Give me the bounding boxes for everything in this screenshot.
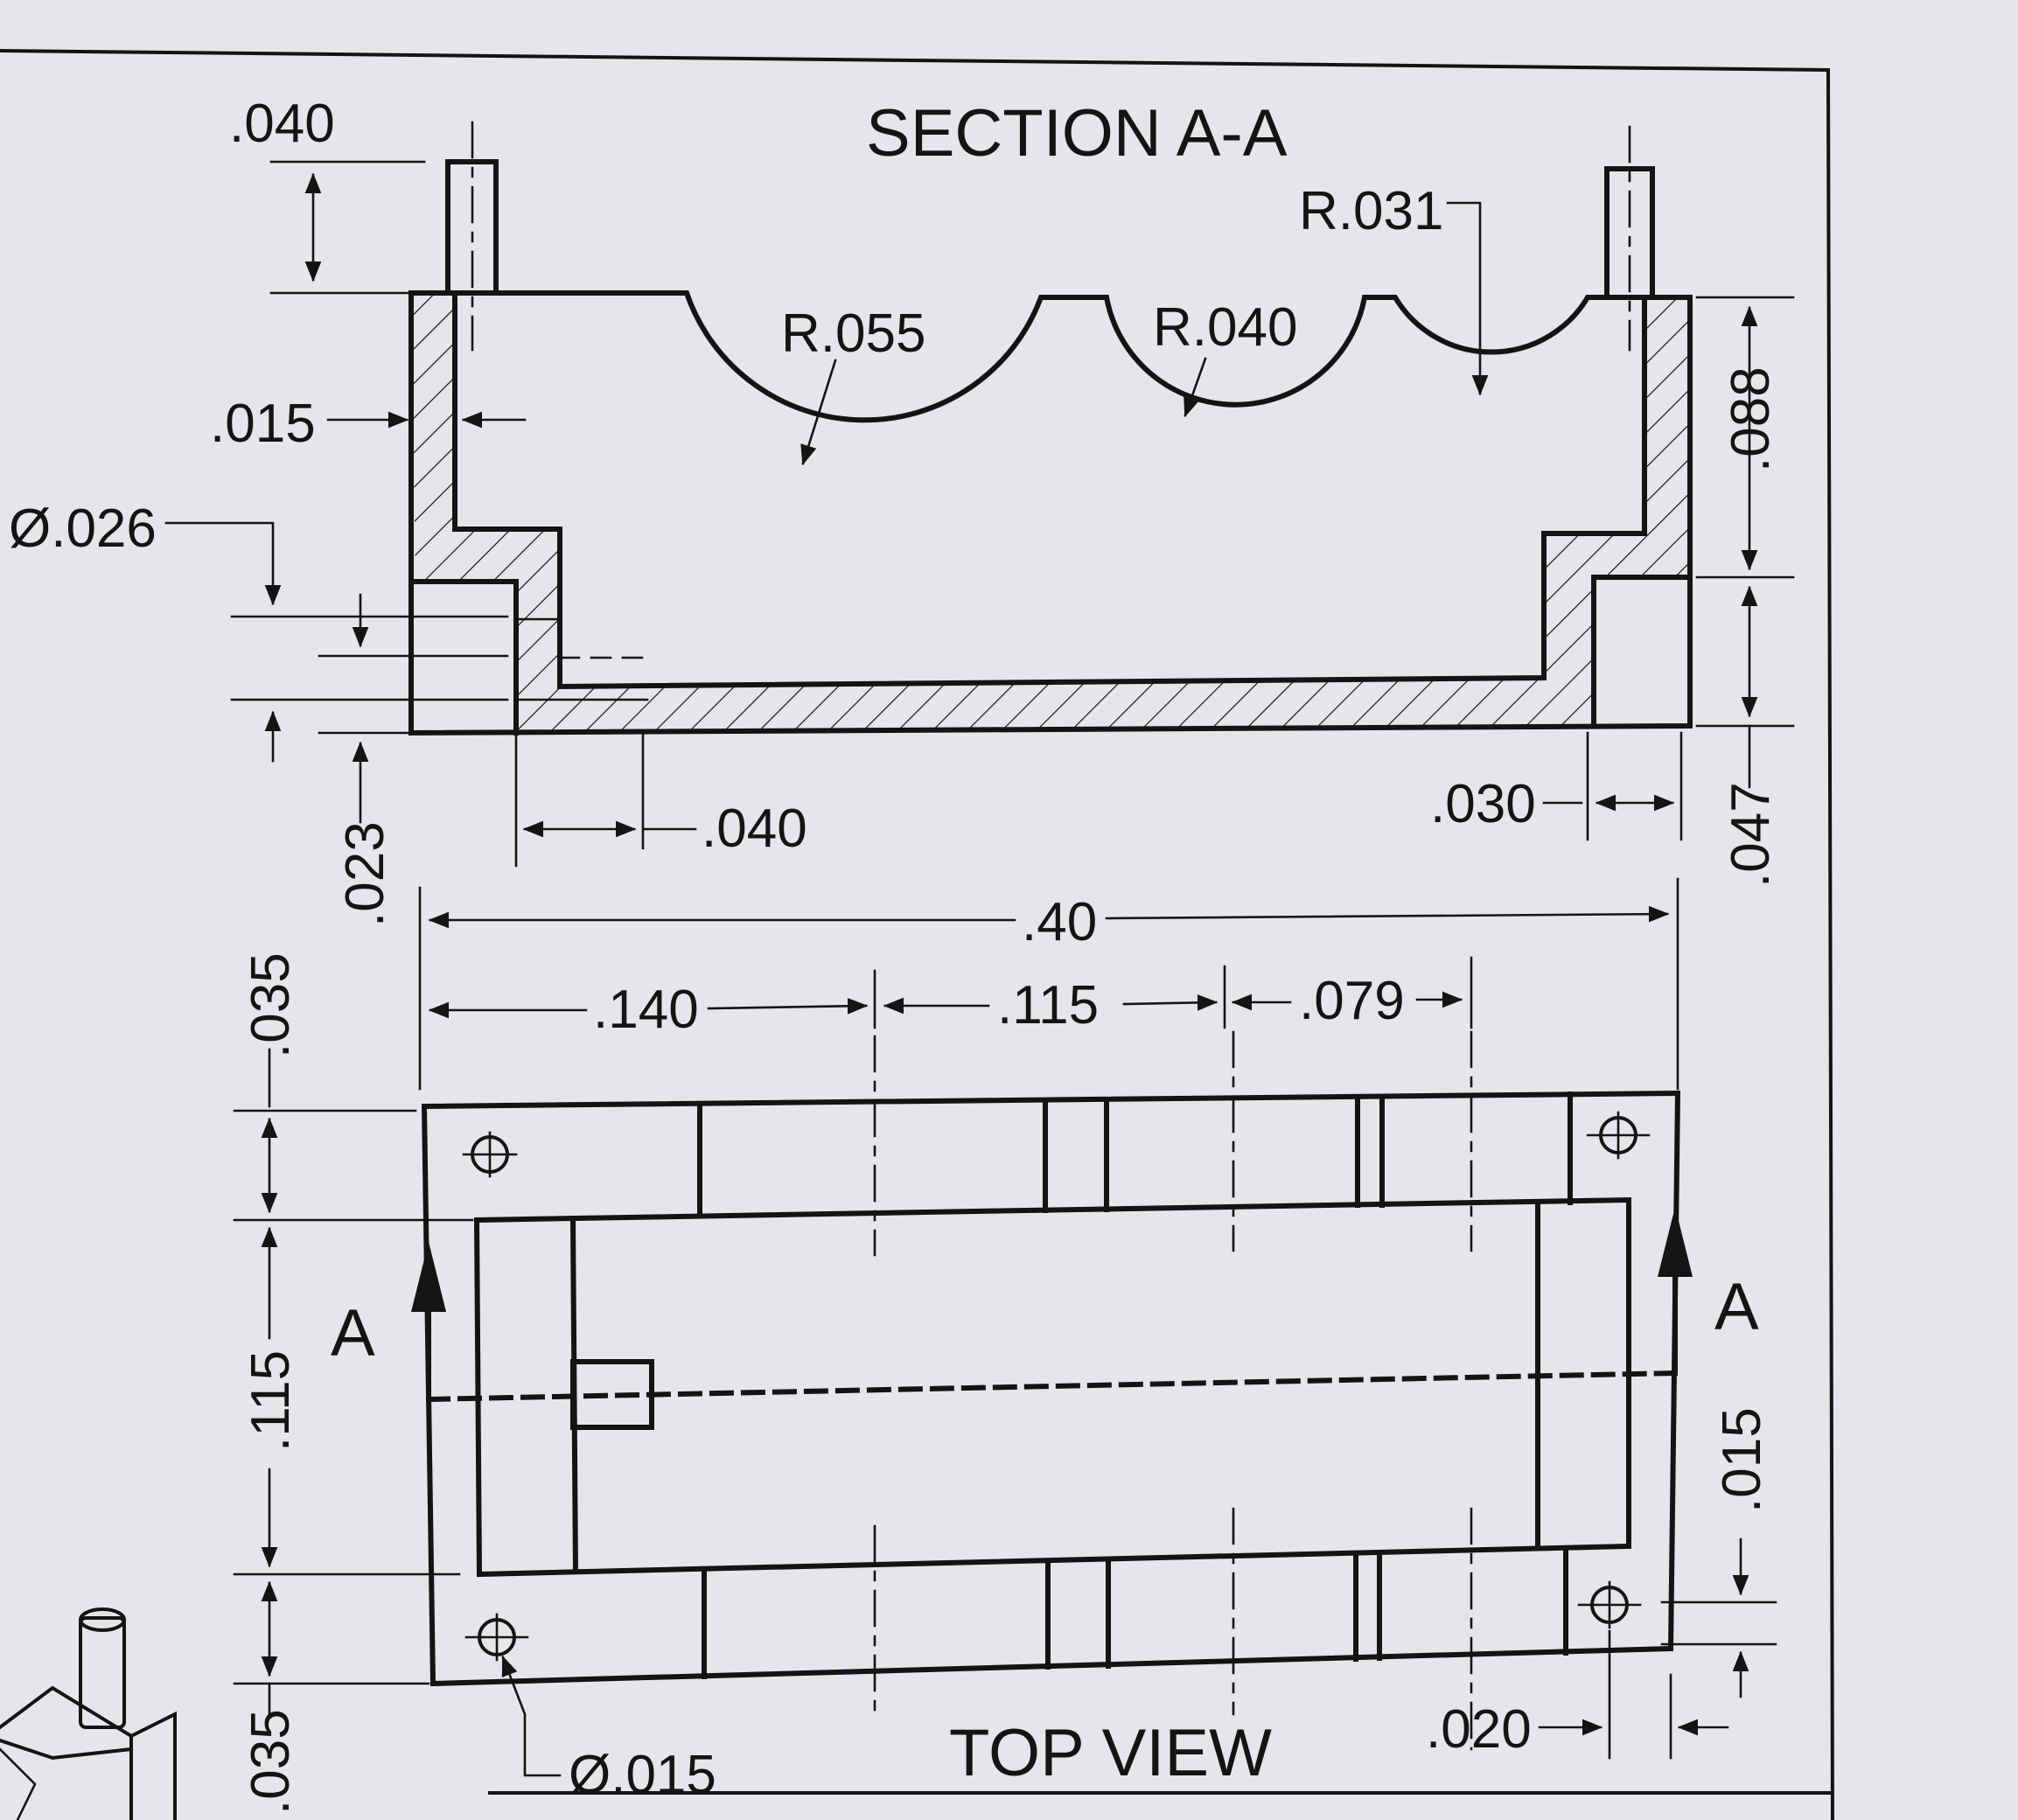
- dim-slot-depth: .023: [335, 821, 395, 927]
- dim-height-upper: .088: [1721, 366, 1781, 472]
- dim-side-top: .035: [241, 952, 301, 1058]
- dim-pos-2: .115: [997, 975, 1099, 1036]
- dim-side-mid: .115: [241, 1350, 301, 1452]
- dim-step-width: .040: [702, 798, 807, 859]
- floor-hatch: [643, 678, 1544, 730]
- dim-foot-width: .030: [1430, 774, 1536, 834]
- top-view-outline: [421, 1090, 1681, 1687]
- right-pin: [1604, 166, 1655, 300]
- section-view: .040 .015 Ø.026 .023 .040 .030: [9, 94, 1795, 927]
- pin-hole-top-left: [462, 1131, 518, 1178]
- inner-profile: [452, 290, 1647, 690]
- pin-hole-bottom-left: [464, 1613, 529, 1662]
- left-wall-hatch: [411, 293, 643, 730]
- dim-pos-1: .140: [593, 980, 699, 1040]
- right-wall-hatch: [1544, 297, 1690, 726]
- dim-side-bottom: .035: [241, 1709, 301, 1815]
- section-slot-rect: [570, 1359, 654, 1430]
- dim-pos-3: .079: [1299, 971, 1405, 1031]
- dim-pin-diameter: Ø.015: [569, 1745, 716, 1805]
- section-outline: [408, 290, 1693, 736]
- dim-radius-large: R.055: [781, 303, 925, 364]
- pin-hole-top-right: [1586, 1111, 1651, 1160]
- section-marker-right: A: [1714, 1270, 1759, 1344]
- top-view-cavity: [473, 1196, 1631, 1578]
- dim-radius-small: R.031: [1299, 181, 1443, 241]
- sheet-frame: [0, 48, 1835, 1820]
- view-title: TOP VIEW: [949, 1716, 1272, 1790]
- dim-pin-offset: .015: [1712, 1407, 1772, 1513]
- dim-wall-thickness: .015: [210, 394, 316, 454]
- dim-edge-offset: .020: [1426, 1699, 1532, 1760]
- section-title: SECTION A-A: [866, 96, 1288, 171]
- pin-hole-bottom-right: [1577, 1580, 1642, 1629]
- section-marker-left: A: [331, 1296, 375, 1370]
- left-pin: [445, 159, 499, 296]
- left-step: [413, 579, 519, 736]
- isometric-thumbnail: [0, 1607, 177, 1820]
- dim-overall-length: .40: [1022, 892, 1097, 952]
- dim-pin-height: .040: [229, 94, 335, 154]
- right-step: [1591, 575, 1693, 729]
- dim-height-lower: .047: [1721, 782, 1781, 888]
- dim-radius-mid: R.040: [1153, 297, 1297, 358]
- top-view: .40 .140 .115 .079: [233, 877, 1777, 1815]
- dim-hole-diameter: Ø.026: [9, 499, 157, 559]
